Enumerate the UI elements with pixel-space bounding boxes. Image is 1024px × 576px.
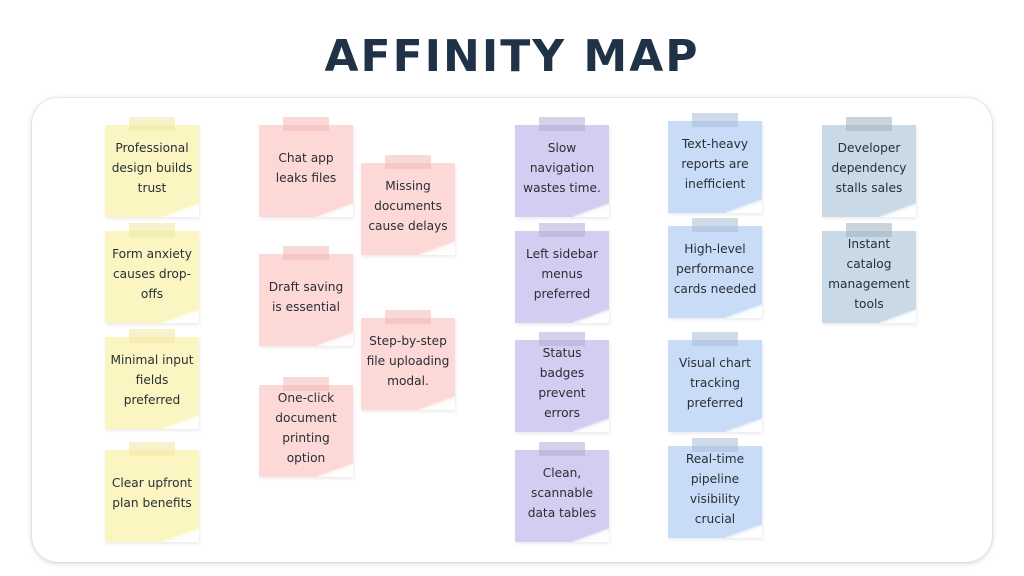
note-text: Step-by-step file uploading modal. [366, 334, 450, 388]
sticky-note[interactable]: Text-heavy reports are inefficient [668, 113, 762, 213]
tape-strip [539, 223, 585, 237]
sticky-note[interactable]: Clean, scannable data tables [515, 442, 609, 542]
note-text: Visual chart tracking preferred [679, 356, 751, 410]
tape-strip [846, 117, 892, 131]
sticky-note[interactable]: Clear upfront plan benefits [105, 442, 199, 542]
page-curl [163, 528, 199, 542]
tape-strip [283, 377, 329, 391]
note-text: One-click document printing option [275, 391, 337, 465]
tape-strip [539, 332, 585, 346]
note-text: Real-time pipeline visibility crucial [685, 452, 745, 526]
tape-strip [539, 442, 585, 456]
tape-strip [385, 310, 431, 324]
page-curl [163, 203, 199, 217]
note-text: Left sidebar menus preferred [526, 247, 598, 301]
sticky-note[interactable]: Form anxiety causes drop-offs [105, 223, 199, 323]
note-text: Chat app leaks files [275, 151, 337, 185]
note-text: Draft saving is essential [268, 280, 344, 314]
page-curl [726, 418, 762, 432]
tape-strip [129, 442, 175, 456]
page-curl [726, 199, 762, 213]
sticky-note[interactable]: Draft saving is essential [259, 246, 353, 346]
tape-strip [692, 218, 738, 232]
page-curl [419, 241, 455, 255]
tape-strip [539, 117, 585, 131]
page-curl [726, 524, 762, 538]
sticky-note[interactable]: Step-by-step file uploading modal. [361, 310, 455, 410]
note-text: Instant catalog management tools [828, 237, 910, 311]
sticky-note[interactable]: Professional design builds trust [105, 117, 199, 217]
page-curl [726, 304, 762, 318]
tape-strip [692, 332, 738, 346]
page-curl [880, 203, 916, 217]
sticky-note[interactable]: Missing documents cause delays [361, 155, 455, 255]
page-curl [573, 418, 609, 432]
sticky-note[interactable]: Minimal input fields preferred [105, 329, 199, 429]
note-text: Form anxiety causes drop-offs [112, 247, 192, 301]
sticky-note[interactable]: Left sidebar menus preferred [515, 223, 609, 323]
tape-strip [692, 438, 738, 452]
tape-strip [692, 113, 738, 127]
note-text: High-level performance cards needed [673, 242, 757, 296]
sticky-note[interactable]: Slow navigation wastes time. [515, 117, 609, 217]
tape-strip [283, 246, 329, 260]
tape-strip [846, 223, 892, 237]
page-curl [317, 463, 353, 477]
note-text: Minimal input fields preferred [110, 353, 194, 407]
page-title: AFFINITY MAP [324, 31, 700, 82]
sticky-note[interactable]: Status badges prevent errors [515, 332, 609, 432]
note-text: Clear upfront plan benefits [111, 476, 193, 510]
tape-strip [129, 223, 175, 237]
tape-strip [129, 117, 175, 131]
sticky-note[interactable]: Developer dependency stalls sales [822, 117, 916, 217]
page-curl [317, 203, 353, 217]
sticky-note[interactable]: Visual chart tracking preferred [668, 332, 762, 432]
note-text: Slow navigation wastes time. [523, 141, 601, 195]
tape-strip [129, 329, 175, 343]
page-curl [317, 332, 353, 346]
page-curl [880, 309, 916, 323]
page-curl [573, 309, 609, 323]
page-curl [163, 309, 199, 323]
sticky-note[interactable]: Chat app leaks files [259, 117, 353, 217]
tape-strip [283, 117, 329, 131]
sticky-note[interactable]: Real-time pipeline visibility crucial [668, 438, 762, 538]
page-curl [419, 396, 455, 410]
sticky-note[interactable]: High-level performance cards needed [668, 218, 762, 318]
note-text: Professional design builds trust [111, 141, 193, 195]
tape-strip [385, 155, 431, 169]
sticky-note[interactable]: Instant catalog management tools [822, 223, 916, 323]
note-text: Text-heavy reports are inefficient [681, 137, 749, 191]
sticky-note[interactable]: One-click document printing option [259, 377, 353, 477]
note-text: Clean, scannable data tables [527, 466, 597, 520]
note-text: Missing documents cause delays [368, 179, 448, 233]
page-curl [573, 203, 609, 217]
page-curl [163, 415, 199, 429]
note-text: Status badges prevent errors [538, 346, 586, 420]
note-text: Developer dependency stalls sales [831, 141, 907, 195]
page-curl [573, 528, 609, 542]
